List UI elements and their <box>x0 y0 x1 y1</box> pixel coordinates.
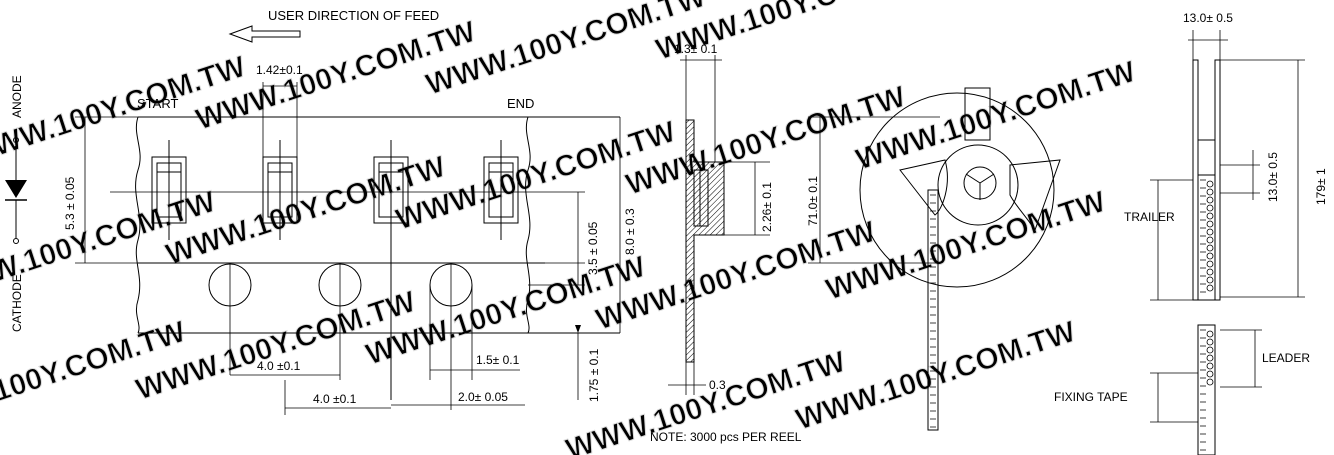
reel-front-view: 71.0± 0.1 <box>806 87 1061 431</box>
pocket <box>262 140 298 240</box>
sprocket-hole <box>208 263 252 375</box>
dim-1-75: 1.75 ± 0.1 <box>587 348 601 402</box>
dim-pitch-a: 4.0 ±0.1 <box>257 359 301 373</box>
dim-reel-width: 13.0± 0.5 <box>1183 11 1233 25</box>
fixing-tape-label: FIXING TAPE <box>1054 390 1128 404</box>
diode-triangle-icon <box>5 180 27 198</box>
cathode-label: CATHODE <box>10 274 24 332</box>
dim-pocket-depth: 2.26± 0.1 <box>760 182 774 232</box>
tape-strip <box>927 189 939 431</box>
dim-pocket-width: 1.42±0.1 <box>256 63 303 77</box>
reel-side-view: 13.0± 0.5 13.0± 0.5 179± 1 TRAILER <box>1054 11 1328 455</box>
anode-label: ANODE <box>10 75 24 118</box>
end-label: END <box>507 96 534 111</box>
dim-5-3: 5.3 ± 0.05 <box>63 176 77 230</box>
tape-break-right <box>525 116 531 334</box>
tape-break-left <box>135 116 141 334</box>
watermark-layer: WWW.100Y.COM.TW WWW.100Y.COM.TW WWW.100Y… <box>0 0 1141 455</box>
dim-offset: 2.0± 0.05 <box>458 390 508 404</box>
pocket <box>373 140 409 400</box>
feed-arrow-icon <box>228 25 301 43</box>
leader-label: LEADER <box>1262 351 1310 365</box>
tape-top-view: USER DIRECTION OF FEED START END <box>63 8 637 415</box>
dim-reel-hub: 71.0± 0.1 <box>806 176 820 226</box>
dim-hub-width: 13.0± 0.5 <box>1266 152 1280 202</box>
pocket <box>151 140 187 240</box>
tape-side-view: 1.3± 0.1 2.26± 0.1 0.3 <box>668 42 774 395</box>
dim-tape-0-3: 0.3 <box>709 378 726 392</box>
dim-pitch-b: 4.0 ±0.1 <box>313 392 357 406</box>
pocket <box>483 140 519 240</box>
dim-tape-thickness: 1.3± 0.1 <box>674 42 718 56</box>
dim-reel-diameter: 179± 1 <box>1314 168 1328 205</box>
dim-hole: 1.5± 0.1 <box>476 353 520 367</box>
sprocket-hole <box>318 263 362 307</box>
feed-direction-label: USER DIRECTION OF FEED <box>268 8 439 23</box>
trailer-label: TRAILER <box>1124 210 1175 224</box>
start-label: START <box>137 96 178 111</box>
dim-8-0: 8.0 ± 0.3 <box>623 208 637 255</box>
reel-quantity-note: NOTE: 3000 pcs PER REEL <box>650 430 802 444</box>
sprocket-hole <box>429 263 473 307</box>
diode-symbol: ANODE CATHODE <box>5 75 27 332</box>
dim-3-5: 3.5 ± 0.05 <box>586 221 600 275</box>
